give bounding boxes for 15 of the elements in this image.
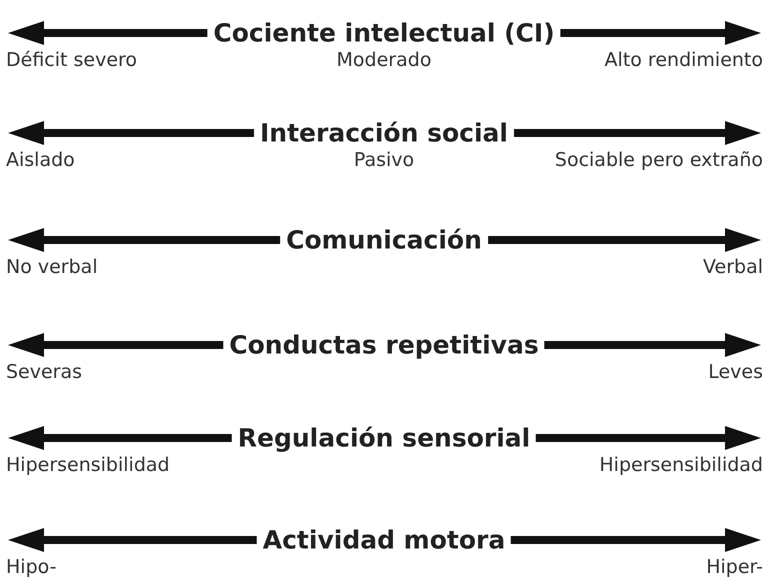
scale-mid-label: Moderado [336,49,432,71]
scale-end-label: Déficit severo [6,49,138,71]
scale-end-label: Leves [708,361,763,383]
scale-end-label: Hipersensibilidad [599,454,763,476]
scale-end-label: Hipo- [6,556,56,578]
scale-title: Regulación sensorial [232,424,536,452]
scale-end-label: Hipersensibilidad [6,454,170,476]
scale-mid-label: Pasivo [354,149,414,171]
scale-end-label: Verbal [702,256,763,278]
scale-end-label: Hiper- [706,556,763,578]
scale-end-label: Alto rendimiento [604,49,763,71]
scale-end-label: Severas [6,361,82,383]
scale-end-label: Aislado [6,149,75,171]
scale-end-label: No verbal [6,256,98,278]
scale-end-label: Sociable pero extraño [554,149,763,171]
